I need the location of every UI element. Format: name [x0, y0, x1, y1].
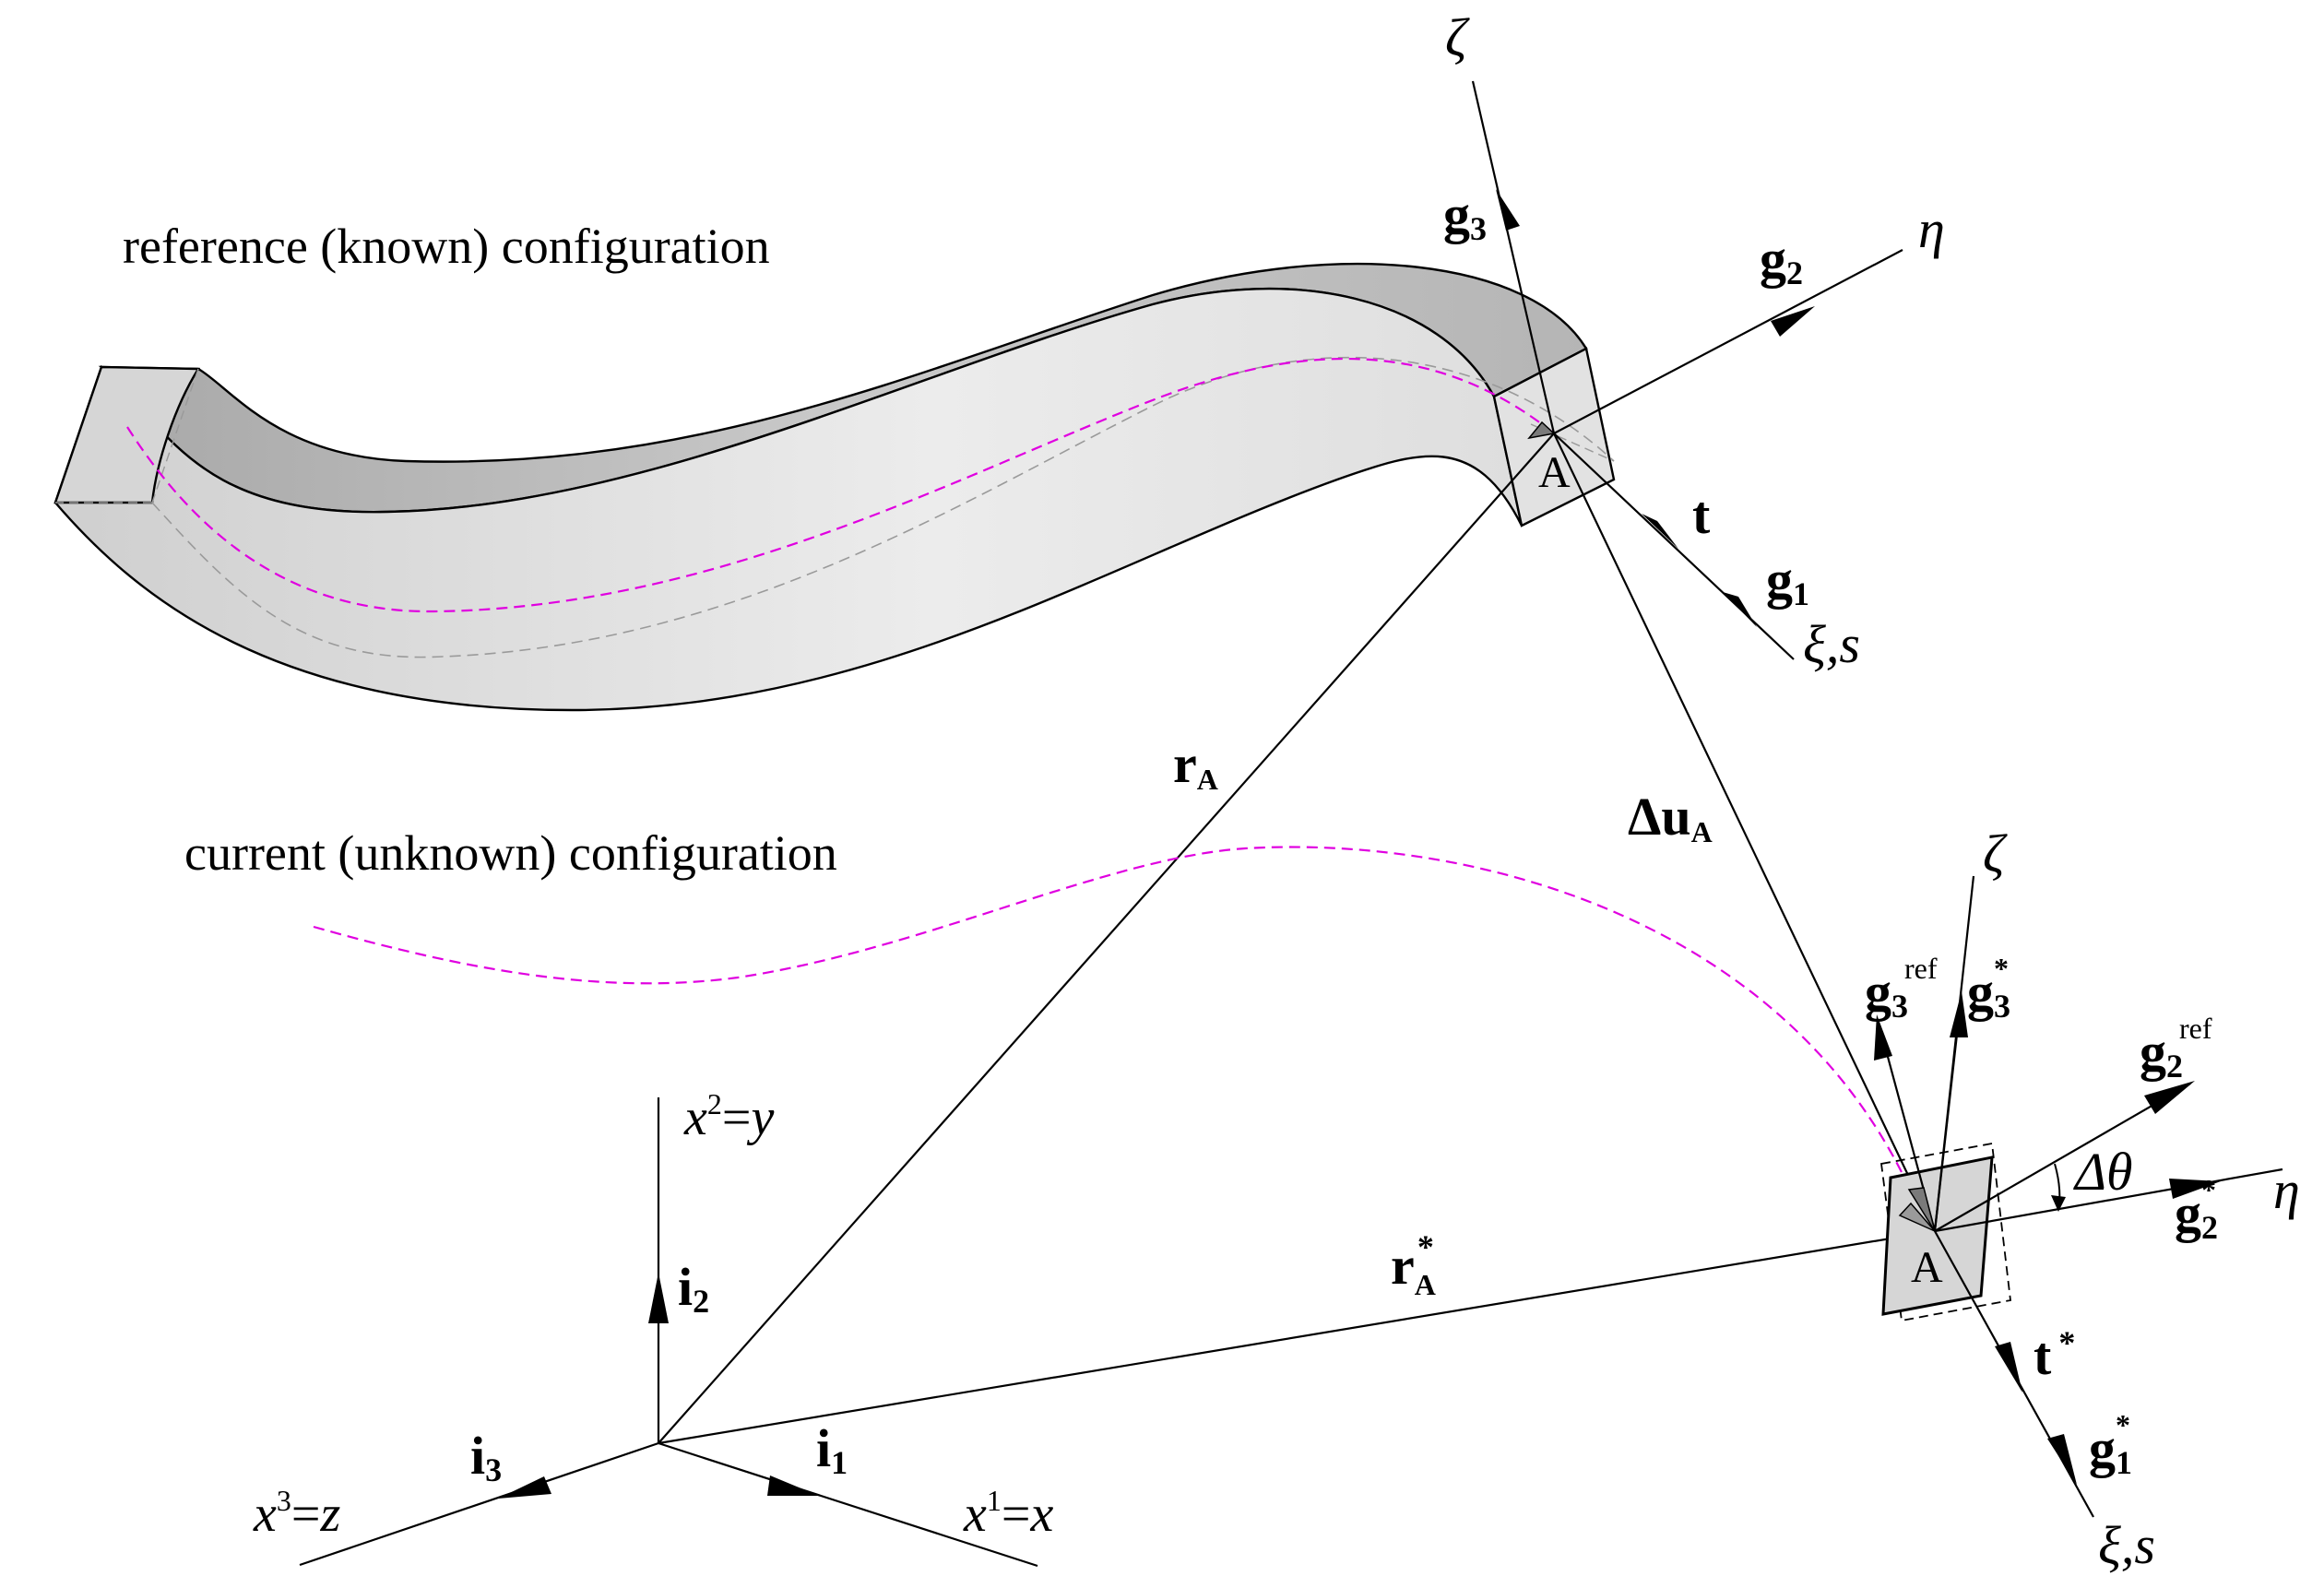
i3-label: i3 [470, 1426, 502, 1488]
delta-theta-arrowhead [2051, 1195, 2066, 1212]
z-axis-label: x3=z [253, 1484, 340, 1543]
g1-arrowhead [1723, 592, 1757, 627]
reference-beam [53, 262, 1616, 712]
i2-arrowhead [648, 1273, 669, 1323]
r-a-label: rA [1173, 734, 1218, 796]
t-star-arrowhead [1995, 1342, 2022, 1392]
current-caption: current (unknown) configuration [184, 825, 837, 881]
position-vectors [658, 433, 1936, 1445]
xi-s-label-cur: ξ,s [2098, 1515, 2155, 1575]
reference-caption: reference (known) configuration [123, 219, 770, 274]
eta-label-cur: η [2273, 1160, 2300, 1220]
t-star-label: t* [2034, 1324, 2075, 1386]
beam-front-side [53, 287, 1524, 712]
reference-centerline [126, 358, 1555, 613]
g2-label: g2 [1760, 229, 1803, 291]
g2-ref-arrowhead [2144, 1081, 2195, 1114]
eta-axis-ref [1553, 249, 1903, 434]
point-a-star-arrow [1907, 1187, 1936, 1232]
g2-star-label: g2* [2175, 1173, 2218, 1246]
g2-ref-line [1934, 1083, 2191, 1232]
eta-label-ref: η [1918, 199, 1945, 259]
current-frame [1874, 875, 2283, 1518]
g2-ref-label: g2ref [2140, 1012, 2212, 1084]
xi-s-label-ref: ξ,s [1803, 614, 1860, 674]
r-a-star-label: rA* [1391, 1228, 1436, 1301]
r-a-vector [658, 433, 1555, 1444]
g1-star-label: g1* [2089, 1408, 2132, 1481]
zeta-label-cur: ζ [1983, 824, 2008, 883]
r-a-star-vector [658, 1229, 1936, 1445]
i3-arrowhead [498, 1476, 551, 1499]
g1-label: g1 [1766, 550, 1809, 612]
g2-star-arrowhead [2169, 1179, 2221, 1199]
point-a-star-arrow-2 [1898, 1202, 1936, 1232]
x-axis-label: x1=x [963, 1484, 1053, 1543]
t-label: t [1692, 485, 1711, 545]
i1-label: i1 [816, 1418, 848, 1481]
g3-star-arrowhead [1950, 991, 1968, 1037]
y-axis-label: x2=y [683, 1087, 774, 1146]
point-a-star-label: A [1911, 1243, 1943, 1292]
beam-left-hidden-edge [151, 368, 199, 504]
t-arrowhead [1642, 514, 1678, 549]
beam-right-section [1492, 347, 1616, 527]
g1-star-arrowhead [2047, 1434, 2077, 1485]
zeta-label-ref: ζ [1445, 7, 1470, 67]
g3-star-line [1933, 1009, 1962, 1232]
delta-theta-label: Δθ [2073, 1142, 2133, 1202]
global-frame [299, 1097, 1038, 1568]
point-a-arrow [1527, 421, 1556, 440]
g3-label: g3 [1443, 184, 1487, 247]
xi-axis-ref [1553, 433, 1795, 660]
current-centerline [313, 846, 1920, 1209]
point-a-label: A [1538, 448, 1571, 497]
z-axis [299, 1441, 659, 1567]
delta-u-label: ΔuA [1628, 787, 1713, 848]
i2-label: i2 [678, 1257, 709, 1320]
eta-axis-cur [1934, 1167, 2283, 1233]
g3-arrowhead [1496, 189, 1520, 231]
delta-u-vector [1553, 433, 1936, 1232]
g3-ref-arrowhead [1874, 1014, 1892, 1061]
labels: reference (known) configuration current … [123, 7, 2300, 1575]
g2-arrowhead [1771, 306, 1815, 337]
reference-frame [1471, 80, 1903, 660]
g3-ref-label: g3ref [1865, 952, 1938, 1025]
g3-star-label: g3* [1967, 952, 2010, 1025]
zeta-axis-ref [1471, 80, 1556, 434]
beam-hidden-centerline [151, 356, 1615, 658]
i1-arrowhead [767, 1475, 819, 1496]
x-axis [658, 1441, 1038, 1568]
